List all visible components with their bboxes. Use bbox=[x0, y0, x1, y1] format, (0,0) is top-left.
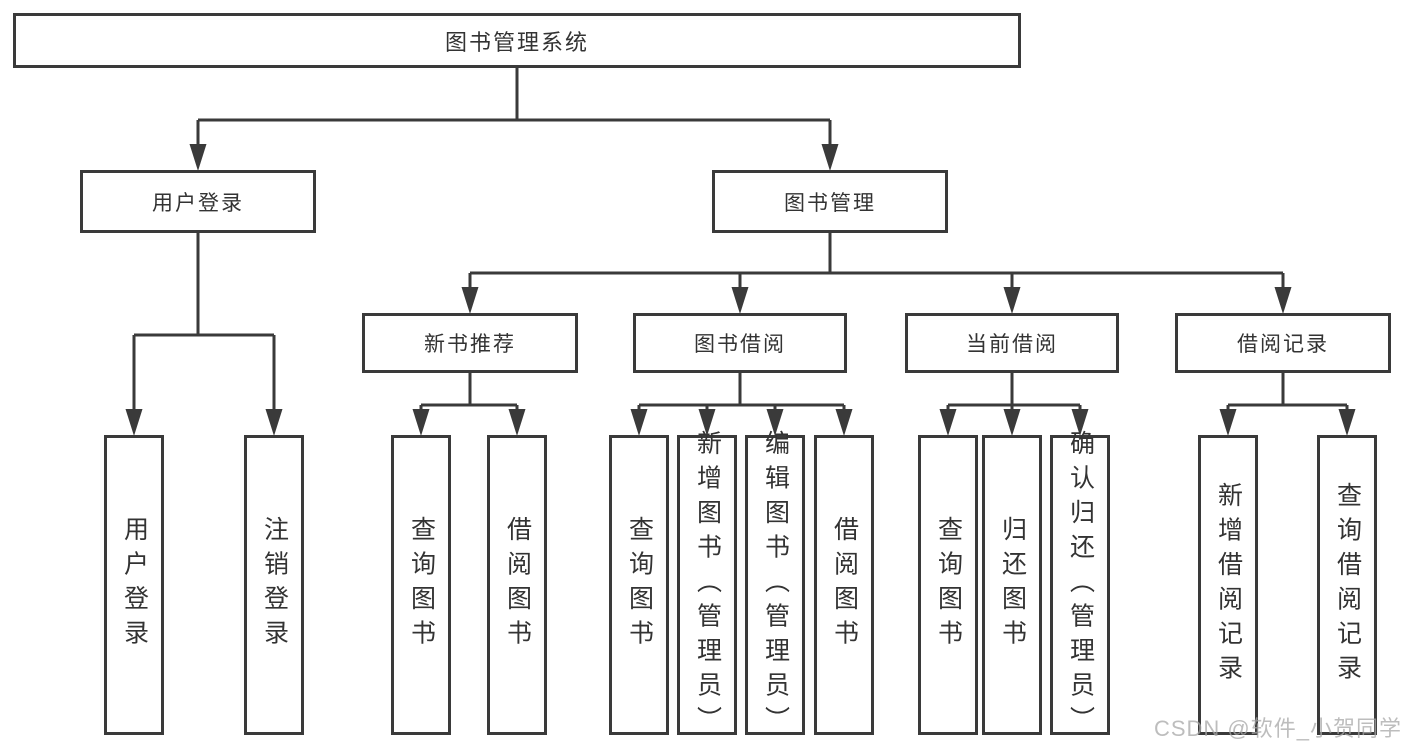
node-label: 查询借阅记录 bbox=[1333, 481, 1362, 689]
node-label: 用户登录 bbox=[152, 191, 244, 215]
node-label: 借阅记录 bbox=[1237, 333, 1329, 356]
node-label: 查询图书 bbox=[625, 516, 654, 654]
node-label: 编辑图书（管理员） bbox=[761, 429, 790, 741]
node-label: 图书管理 bbox=[784, 191, 876, 215]
node-current-borrowing: 当前借阅 bbox=[905, 313, 1119, 373]
node-book-management: 图书管理 bbox=[712, 170, 948, 233]
node-label: 借阅图书 bbox=[503, 516, 532, 654]
node-library-management-system: 图书管理系统 bbox=[13, 13, 1021, 68]
node-add-borrow-record: 新增借阅记录 bbox=[1198, 435, 1258, 735]
node-label: 借阅图书 bbox=[830, 516, 859, 654]
node-label: 查询图书 bbox=[407, 516, 436, 654]
node-label: 新增借阅记录 bbox=[1214, 481, 1243, 689]
node-confirm-return-admin: 确认归还（管理员） bbox=[1050, 430, 1110, 740]
node-label: 用户登录 bbox=[120, 516, 149, 654]
node-label: 查询图书 bbox=[934, 516, 963, 654]
node-label: 归还图书 bbox=[998, 516, 1027, 654]
node-search-borrow-record: 查询借阅记录 bbox=[1317, 435, 1377, 735]
node-user-login: 用户登录 bbox=[80, 170, 316, 233]
node-label: 注销登录 bbox=[260, 516, 289, 654]
node-edit-books-admin: 编辑图书（管理员） bbox=[745, 430, 805, 740]
node-borrow-books-recommend: 借阅图书 bbox=[487, 435, 547, 735]
node-add-books-admin: 新增图书（管理员） bbox=[677, 430, 737, 740]
node-label: 新书推荐 bbox=[424, 333, 516, 356]
node-borrow-books-borrow: 借阅图书 bbox=[814, 435, 874, 735]
node-label: 新增图书（管理员） bbox=[693, 429, 722, 741]
node-book-borrowing: 图书借阅 bbox=[633, 313, 847, 373]
node-label: 当前借阅 bbox=[966, 333, 1058, 356]
node-return-books: 归还图书 bbox=[982, 435, 1042, 735]
node-search-books-borrow: 查询图书 bbox=[609, 435, 669, 735]
node-user-login-action: 用户登录 bbox=[104, 435, 164, 735]
node-label: 图书借阅 bbox=[694, 333, 786, 356]
node-borrowing-records: 借阅记录 bbox=[1175, 313, 1391, 373]
node-label: 确认归还（管理员） bbox=[1066, 429, 1095, 741]
node-search-books-current: 查询图书 bbox=[918, 435, 978, 735]
node-search-books-recommend: 查询图书 bbox=[391, 435, 451, 735]
node-new-book-recommendation: 新书推荐 bbox=[362, 313, 578, 373]
node-logout: 注销登录 bbox=[244, 435, 304, 735]
node-label: 图书管理系统 bbox=[444, 29, 589, 55]
